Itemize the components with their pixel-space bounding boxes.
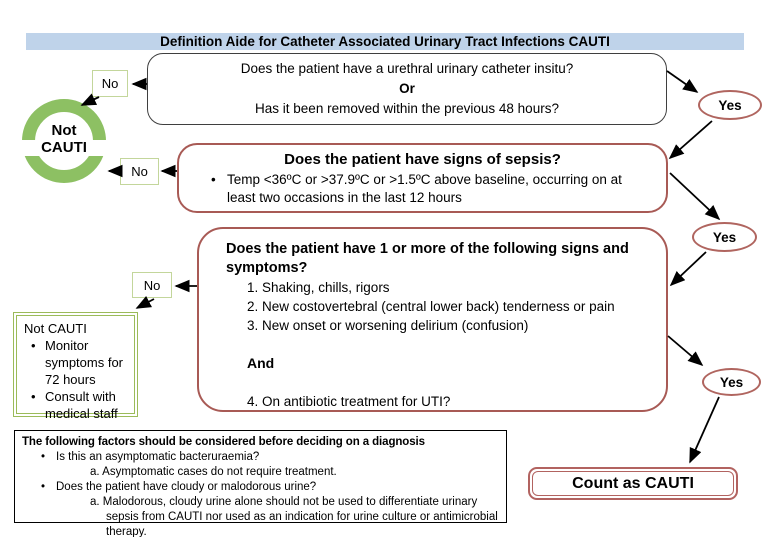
arrow-q2-to-yes2: [669, 172, 721, 221]
not-cauti-detail-title: Not CAUTI: [24, 321, 87, 336]
question-sepsis-title: Does the patient have signs of sepsis?: [284, 151, 561, 168]
not-cauti-detail-box: Not CAUTI Monitor symptoms for 72 hours …: [13, 312, 138, 421]
not-cauti-sign: Not CAUTI: [22, 99, 106, 183]
question-catheter-line2: Has it been removed within the previous …: [255, 101, 559, 116]
arrow-yes3-to-count: [689, 396, 720, 464]
yes-label-1: Yes: [698, 90, 762, 120]
question-sepsis-bullet: Temp <36ºC or >37.9ºC or >1.5ºC above ba…: [211, 171, 652, 207]
symptom-item-3: 3. New onset or worsening delirium (conf…: [247, 318, 529, 333]
arrow-q1-to-yes1: [666, 70, 699, 93]
question-symptoms-box: Does the patient have 1 or more of the f…: [197, 227, 668, 412]
question-catheter-line1: Does the patient have a urethral urinary…: [240, 61, 574, 76]
not-cauti-detail-bullet-1: Monitor symptoms for 72 hours: [31, 337, 130, 388]
symptoms-and-label: And: [247, 355, 275, 371]
factor-note-2: a. Malodorous, cloudy urine alone should…: [90, 496, 498, 537]
question-symptoms-title: Does the patient have 1 or more of the f…: [226, 241, 629, 276]
factor-question-2: Does the patient have cloudy or malodoro…: [41, 480, 500, 495]
not-cauti-line1: Not: [47, 123, 81, 139]
page-title: Definition Aide for Catheter Associated …: [26, 33, 744, 50]
arrow-no3-to-detail: [135, 296, 155, 309]
arrow-q3-to-yes3: [667, 335, 704, 367]
symptom-item-2: 2. New costovertebral (central lower bac…: [247, 299, 615, 314]
factor-note-1: a. Asymptomatic cases do not require tre…: [90, 466, 337, 478]
question-catheter-box: Does the patient have a urethral urinary…: [147, 53, 667, 125]
yes-label-2: Yes: [692, 222, 757, 252]
count-as-cauti-box: Count as CAUTI: [528, 467, 738, 500]
symptom-item-4: 4. On antibiotic treatment for UTI?: [247, 394, 451, 409]
no-label-3: No: [132, 272, 172, 298]
no-label-2: No: [120, 158, 159, 185]
not-cauti-line2: CAUTI: [22, 140, 106, 156]
question-catheter-or: Or: [399, 81, 415, 96]
factors-box: The following factors should be consider…: [14, 430, 507, 537]
arrow-yes2-to-q3: [669, 251, 707, 287]
arrow-yes1-to-q2: [668, 120, 713, 160]
question-sepsis-box: Does the patient have signs of sepsis? T…: [177, 143, 668, 213]
symptom-item-1: 1. Shaking, chills, rigors: [247, 280, 390, 295]
no-label-1: No: [92, 70, 128, 97]
factors-title: The following factors should be consider…: [22, 436, 425, 448]
not-cauti-detail-bullet-2: Consult with medical staff: [31, 388, 130, 422]
count-as-cauti-label: Count as CAUTI: [532, 471, 734, 496]
yes-label-3: Yes: [702, 368, 761, 396]
factor-question-1: Is this an asymptomatic bacteruraemia?: [41, 450, 500, 465]
